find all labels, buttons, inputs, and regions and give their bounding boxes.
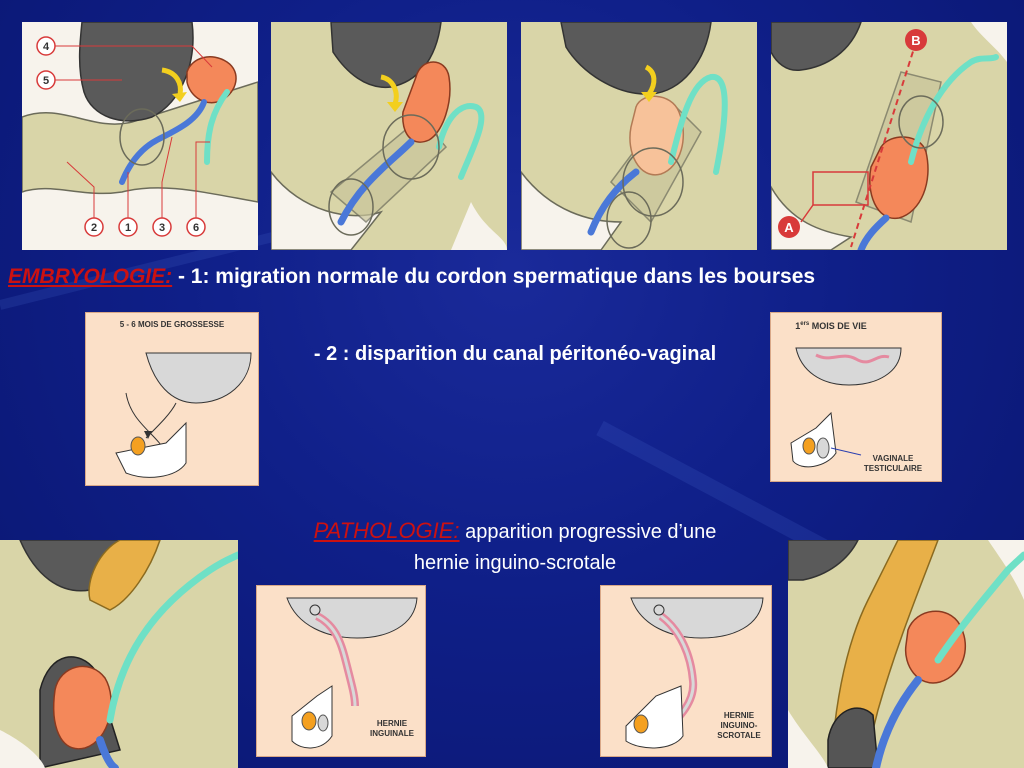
hernia-right-diagram <box>788 540 1024 768</box>
embryologie-title: EMBRYOLOGIE: <box>8 265 173 288</box>
vaginale-label-2: TESTICULAIRE <box>864 464 923 473</box>
pregnancy-diagram: 5 - 6 MOIS DE GROSSESSE <box>85 312 259 486</box>
svg-text:1ers MOIS DE VIE: 1ers MOIS DE VIE <box>795 321 867 331</box>
mois-vie-label: MOIS DE VIE <box>809 321 867 331</box>
mois-vie-num: 1 <box>795 321 800 331</box>
pathologie-block: PATHOLOGIE: apparition progressive d’une… <box>285 515 745 579</box>
mois-grossesse-label: 5 - 6 MOIS DE GROSSESSE <box>120 320 225 329</box>
pathologie-text: apparition progressive d’une hernie ingu… <box>413 521 717 574</box>
hernie-scrotale-3: SCROTALE <box>717 731 761 740</box>
label-4: 4 <box>43 41 50 53</box>
label-5: 5 <box>43 75 49 87</box>
embryo-diagram-1: 4 5 2 1 3 6 <box>22 22 258 250</box>
hernia-inguinal-diagram: HERNIE INGUINALE <box>256 585 426 757</box>
label-3: 3 <box>159 222 165 234</box>
label-6: 6 <box>193 222 199 234</box>
pathologie-title: PATHOLOGIE: <box>313 518 460 543</box>
label-a: A <box>784 220 794 235</box>
label-2: 2 <box>91 222 97 234</box>
label-1: 1 <box>125 222 131 234</box>
hernie-scrotale-2: INGUINO- <box>721 721 758 730</box>
embryologie-text: - 1: migration normale du cordon spermat… <box>172 265 816 288</box>
mois-vie-sup: ers <box>800 321 810 327</box>
hernie-inguinale-1: HERNIE <box>377 719 408 728</box>
hernia-left-diagram <box>0 540 238 768</box>
vaginale-label-1: VAGINALE <box>873 454 914 463</box>
hernie-inguinale-2: INGUINALE <box>370 729 415 738</box>
label-b: B <box>911 33 920 48</box>
hernie-scrotale-1: HERNIE <box>724 711 755 720</box>
embryo-diagram-2 <box>271 22 507 250</box>
first-months-diagram: 1ers MOIS DE VIE VAGINALE TESTICULAIRE <box>770 312 942 482</box>
hernia-scrotal-diagram: HERNIE INGUINO- SCROTALE <box>600 585 772 757</box>
point-2-text: - 2 : disparition du canal péritonéo-vag… <box>313 343 717 365</box>
embryologie-line: EMBRYOLOGIE: - 1: migration normale du c… <box>8 265 1018 289</box>
embryo-diagram-3 <box>521 22 757 250</box>
embryo-diagram-4: B A <box>771 22 1007 250</box>
